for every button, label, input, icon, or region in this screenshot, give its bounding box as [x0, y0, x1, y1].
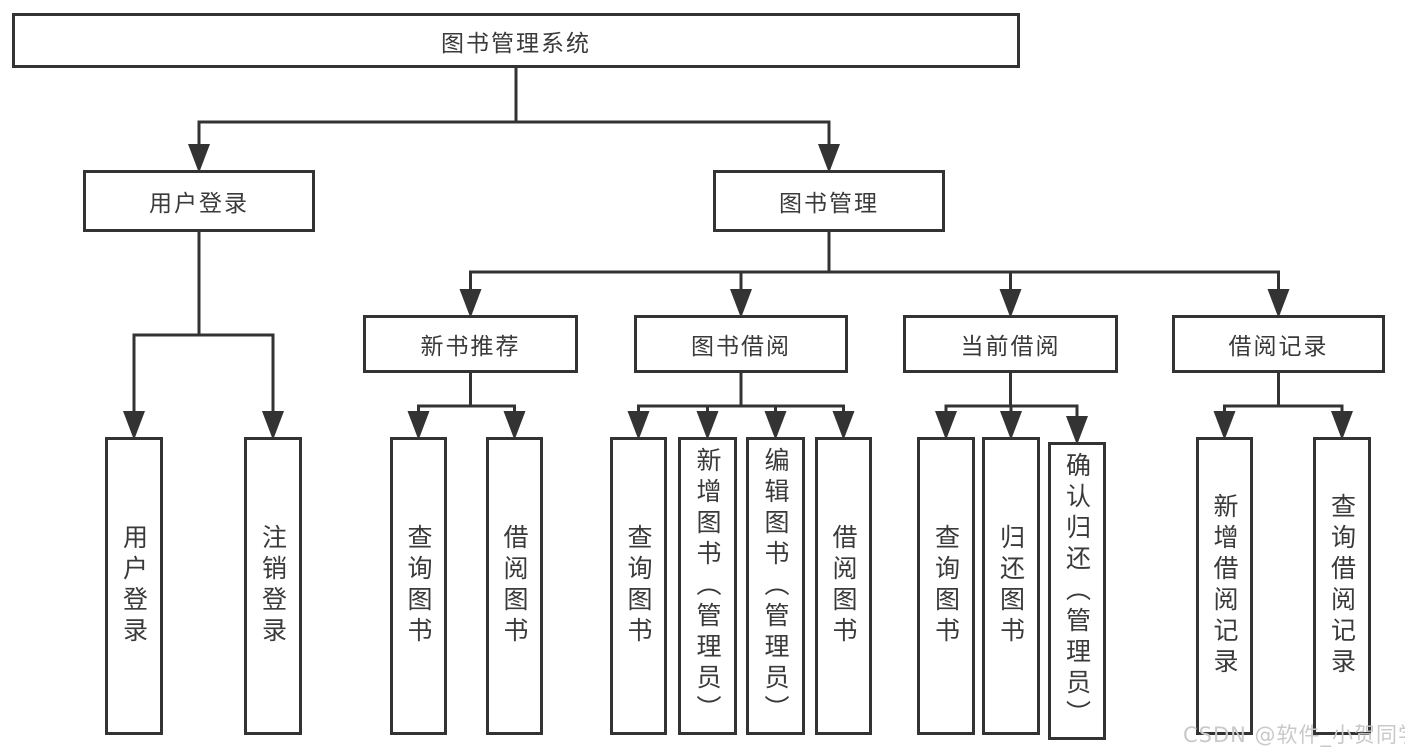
- node-nb-borrow-book: 借阅图书: [486, 437, 543, 735]
- node-book-mgmt: 图书管理: [713, 170, 945, 232]
- node-label-book-mgmt: 图书管理: [779, 191, 879, 217]
- node-user-login: 用户登录: [105, 437, 163, 735]
- node-label-bb-borrow-book: 借阅图书: [829, 524, 858, 648]
- node-bb-query-book: 查询图书: [610, 437, 667, 735]
- node-label-logout-login: 注销登录: [258, 524, 288, 648]
- node-bb-add-book-admin: 新增图书（管理员）: [678, 437, 737, 735]
- node-logout-login: 注销登录: [244, 437, 302, 735]
- node-label-nb-borrow-book: 借阅图书: [500, 524, 529, 648]
- node-label-rec-add-record: 新增借阅记录: [1210, 493, 1239, 679]
- node-label-current-borrow: 当前借阅: [960, 334, 1061, 360]
- node-nb-query-book: 查询图书: [390, 437, 447, 735]
- node-label-borrow-records: 借阅记录: [1228, 334, 1329, 360]
- node-label-bb-add-book-admin: 新增图书（管理员）: [693, 446, 722, 726]
- node-cb-return-book: 归还图书: [982, 437, 1040, 735]
- node-bb-edit-book-admin: 编辑图书（管理员）: [746, 437, 805, 735]
- node-label-cb-query-book: 查询图书: [931, 524, 961, 648]
- node-login: 用户登录: [83, 170, 315, 232]
- watermark: CSDN @软件_小贺同学: [1183, 723, 1405, 747]
- node-label-cb-confirm-return-admin: 确认归还（管理员）: [1062, 451, 1092, 731]
- node-rec-query-record: 查询借阅记录: [1313, 437, 1371, 735]
- node-label-user-login: 用户登录: [119, 524, 149, 648]
- node-label-login: 用户登录: [149, 191, 249, 217]
- node-cb-query-book: 查询图书: [917, 437, 975, 735]
- node-label-cb-return-book: 归还图书: [996, 524, 1026, 648]
- node-root: 图书管理系统: [12, 13, 1020, 68]
- node-bb-borrow-book: 借阅图书: [815, 437, 872, 735]
- node-label-rec-query-record: 查询借阅记录: [1327, 493, 1357, 679]
- node-new-book-rec: 新书推荐: [363, 315, 578, 373]
- node-label-new-book-rec: 新书推荐: [420, 334, 521, 360]
- node-label-nb-query-book: 查询图书: [404, 524, 433, 648]
- node-book-borrow: 图书借阅: [634, 315, 848, 373]
- node-current-borrow: 当前借阅: [903, 315, 1118, 373]
- node-cb-confirm-return-admin: 确认归还（管理员）: [1048, 442, 1106, 740]
- node-borrow-records: 借阅记录: [1172, 315, 1385, 373]
- node-label-root: 图书管理系统: [441, 30, 591, 57]
- node-label-bb-edit-book-admin: 编辑图书（管理员）: [761, 446, 790, 726]
- node-label-bb-query-book: 查询图书: [624, 524, 653, 648]
- node-label-book-borrow: 图书借阅: [691, 334, 791, 360]
- node-rec-add-record: 新增借阅记录: [1196, 437, 1253, 735]
